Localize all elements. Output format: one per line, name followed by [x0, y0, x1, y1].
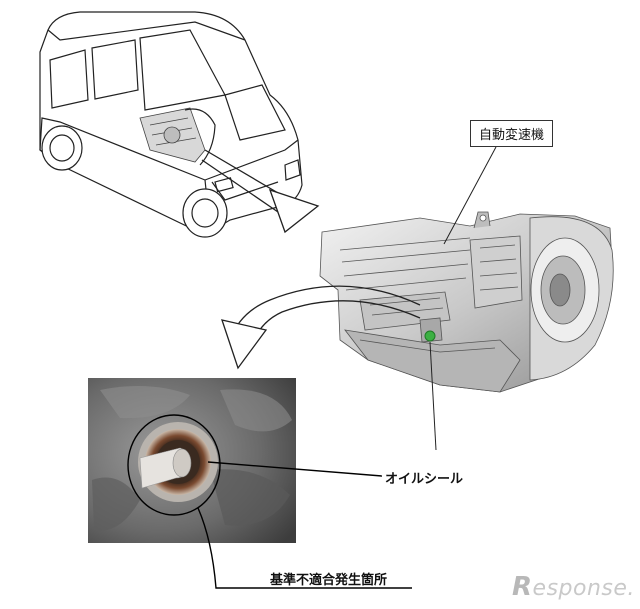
oil-seal-leader-line: [207, 461, 383, 477]
watermark-initial: R: [512, 572, 533, 602]
curved-arrow-to-photo: [221, 285, 421, 370]
defect-location-label: 基準不適合発生箇所: [270, 573, 388, 588]
transmission-leader-line: [443, 146, 497, 245]
response-watermark: Response.: [512, 572, 635, 602]
oil-seal-photo-icon: [88, 378, 296, 543]
defect-location-leader-line: [197, 507, 412, 589]
transmission-render-icon: [319, 211, 614, 393]
transmission-label: 自動変速機: [470, 120, 554, 147]
defect-location-ring: [127, 414, 221, 516]
watermark-rest: esponse.: [532, 576, 635, 601]
oil-seal-leader-line-upper: [429, 341, 437, 451]
arrow-van-to-transmission: [201, 149, 320, 234]
oil-seal-label: オイルシール: [385, 472, 464, 487]
oil-seal-highlight-marker: [424, 330, 436, 342]
engine-cutaway-icon: [139, 107, 206, 163]
van-outline-icon: [39, 11, 303, 238]
